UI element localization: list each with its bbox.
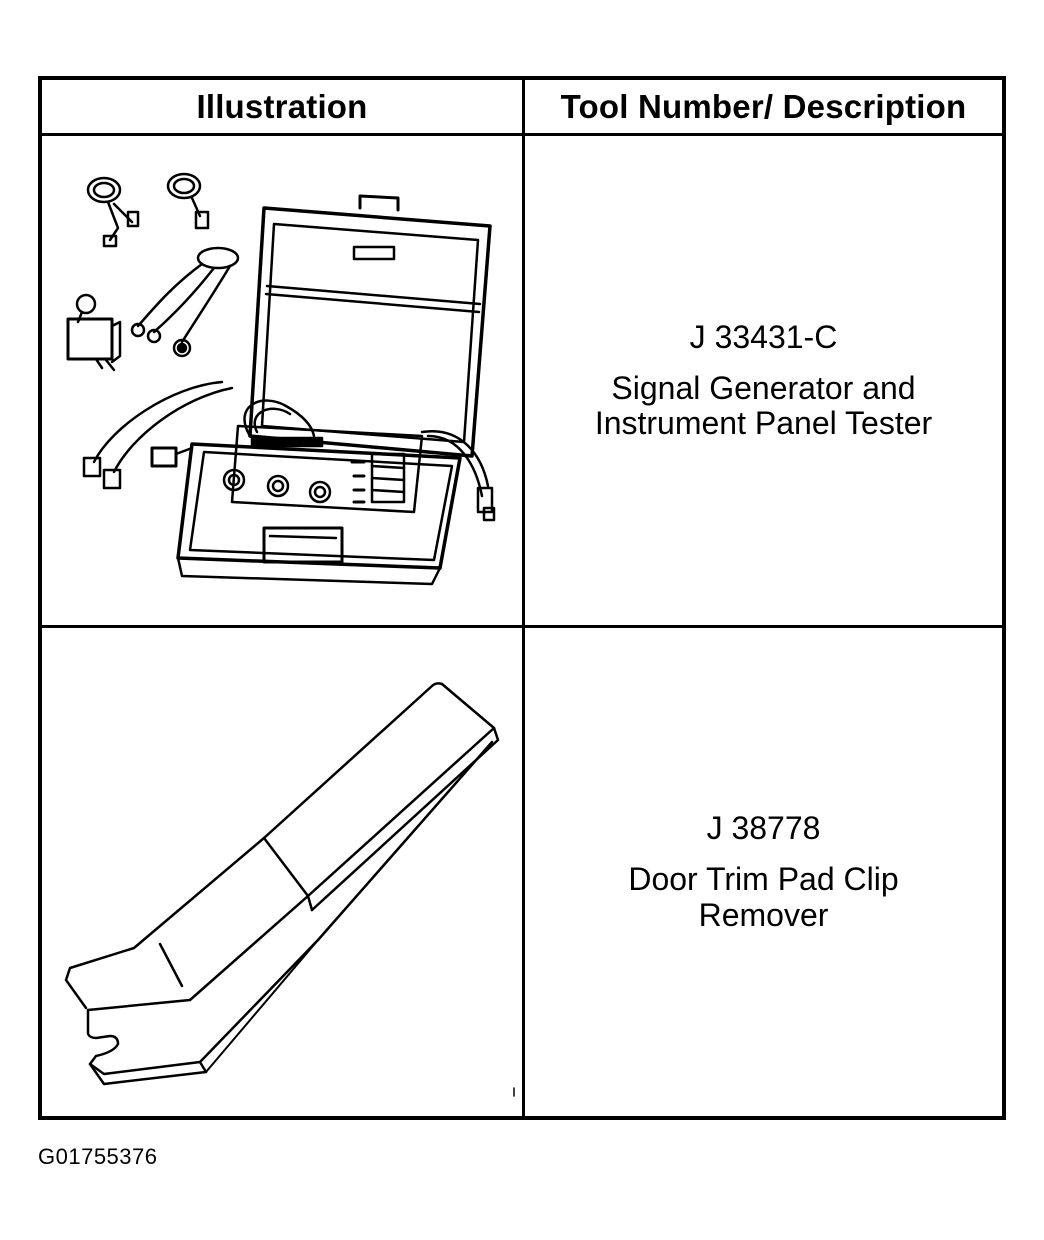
description-cell-1: J 33431-C Signal Generator and Instrumen… — [525, 136, 1002, 628]
tool-description: Door Trim Pad Clip Remover — [628, 861, 899, 933]
tool-description: Signal Generator and Instrument Panel Te… — [594, 369, 933, 442]
tool-header: Tool Number/ Description — [525, 80, 1002, 136]
figure-id: G01755376 — [38, 1144, 158, 1169]
illustration-cell-2 — [42, 628, 525, 1116]
clip-remover-tool-icon — [64, 682, 515, 1097]
tool-number: J 33431-C — [689, 318, 838, 355]
illustration-header: Illustration — [42, 80, 525, 136]
tool-number: J 38778 — [706, 810, 821, 847]
description-cell-2: J 38778 Door Trim Pad Clip Remover — [525, 628, 1002, 1116]
signal-generator-kit-icon — [66, 172, 496, 586]
tool-table: Illustration Tool Number/ Description — [38, 76, 1006, 1120]
illustration-cell-1 — [42, 136, 525, 628]
